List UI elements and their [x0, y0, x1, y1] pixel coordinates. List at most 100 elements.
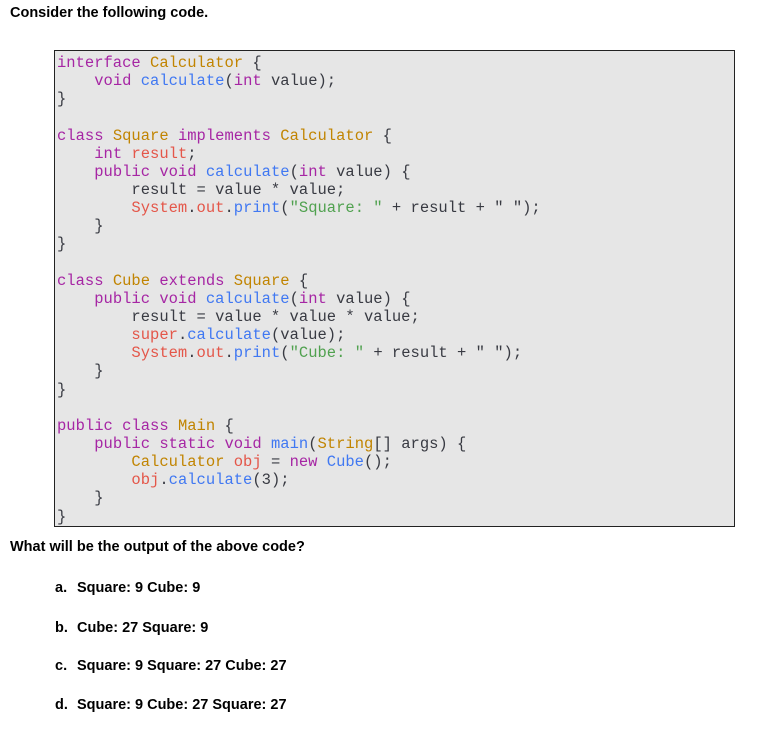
code-token: }: [57, 380, 67, 399]
question-intro: Consider the following code.: [10, 5, 209, 21]
code-token: print: [233, 199, 281, 218]
code-token: value) {: [326, 162, 411, 181]
code-token: }: [57, 507, 67, 526]
code-token: (value);: [270, 326, 346, 345]
code-token: int: [298, 162, 327, 181]
code-token: calculate: [187, 326, 271, 345]
code-line: result = value * value * value;: [57, 308, 541, 326]
code-token: public static void: [94, 434, 262, 453]
code-token: implements: [177, 126, 271, 145]
code-line: }: [57, 381, 541, 399]
code-line: int result;: [57, 145, 541, 163]
code-token: .: [224, 344, 234, 363]
code-token: Cube: [326, 453, 364, 472]
code-token: public void: [94, 289, 197, 308]
code-token: [317, 453, 326, 471]
option-b[interactable]: b.Cube: 27 Square: 9: [55, 620, 208, 636]
code-token: void: [94, 72, 132, 91]
code-token: [57, 326, 131, 344]
code-token: [224, 453, 233, 471]
code-token: [57, 72, 94, 90]
code-token: ;: [187, 144, 197, 163]
code-token: Square: [112, 126, 169, 145]
code-token: result = value * value;: [57, 180, 346, 199]
code-token: calculate: [140, 72, 225, 91]
code-line: }: [57, 217, 541, 235]
code-token: }: [57, 90, 67, 109]
code-token: }: [57, 489, 104, 508]
option-c[interactable]: c. Square: 9 Square: 27 Cube: 27: [55, 658, 287, 674]
code-token: new: [289, 453, 318, 472]
code-token: (: [289, 289, 299, 308]
option-text: Square: 9 Cube: 27 Square: 27: [77, 697, 287, 713]
code-token: Main: [177, 416, 216, 435]
code-token: System: [131, 344, 188, 363]
code-line: class Square implements Calculator {: [57, 127, 541, 145]
code-token: (: [289, 162, 299, 181]
code-token: }: [57, 235, 67, 254]
code-token: Calculator: [150, 54, 244, 72]
code-token: (3);: [252, 471, 290, 490]
code-token: Cube: [112, 271, 151, 290]
code-token: result: [131, 144, 188, 163]
code-token: obj: [233, 453, 262, 472]
code-token: .: [224, 199, 234, 218]
code-token: interface: [57, 54, 141, 72]
code-token: Calculator: [131, 453, 225, 472]
code-token: =: [261, 453, 290, 472]
code-token: Square: [233, 271, 290, 290]
code-token: System: [131, 199, 188, 218]
code-line: }: [57, 508, 541, 526]
code-token: {: [243, 54, 262, 72]
option-letter: d.: [55, 697, 68, 713]
question-text: What will be the output of the above cod…: [10, 539, 305, 555]
code-line: result = value * value;: [57, 181, 541, 199]
code-line: [57, 108, 541, 126]
code-token: + result + " ");: [364, 344, 523, 363]
option-d[interactable]: d. Square: 9 Cube: 27 Square: 27: [55, 697, 287, 713]
code-line: public void calculate(int value) {: [57, 163, 541, 181]
code-token: int: [94, 144, 123, 163]
code-token: calculate: [168, 471, 253, 490]
option-letter: c.: [55, 658, 68, 674]
option-letter: b.: [55, 620, 68, 636]
code-token: value) {: [326, 289, 411, 308]
code-token: "Cube: ": [289, 344, 365, 363]
code-token: Calculator: [280, 126, 374, 145]
code-token: ();: [364, 453, 392, 472]
code-token: [224, 272, 233, 290]
code-line: public class Main {: [57, 417, 541, 435]
code-token: class: [57, 271, 104, 290]
code-line: }: [57, 235, 541, 253]
code-token: [57, 344, 131, 362]
code-block: interface Calculator { void calculate(in…: [54, 50, 735, 527]
code-token: [197, 290, 206, 308]
code-token: obj: [131, 471, 160, 490]
code-token: [57, 145, 94, 163]
code-token: (: [224, 72, 234, 91]
code-token: (: [308, 434, 318, 453]
code-token: (: [280, 199, 290, 218]
code-token: main: [270, 434, 309, 453]
code-token: [131, 72, 140, 90]
code-content: interface Calculator { void calculate(in…: [57, 54, 541, 526]
code-line: }: [57, 90, 541, 108]
code-line: public static void main(String[] args) {: [57, 435, 541, 453]
code-token: print: [233, 344, 281, 363]
code-token: [] args) {: [373, 434, 467, 453]
code-token: [169, 127, 178, 145]
option-a[interactable]: a.Square: 9 Cube: 9: [55, 580, 200, 596]
code-token: [57, 163, 94, 181]
code-token: }: [57, 217, 104, 236]
code-token: .: [177, 326, 188, 345]
code-token: .: [187, 199, 197, 218]
code-token: result = value * value * value;: [57, 307, 420, 326]
code-line: interface Calculator {: [57, 54, 541, 72]
code-token: String: [317, 434, 374, 453]
code-token: [150, 272, 159, 290]
code-token: "Square: ": [289, 199, 383, 218]
code-token: [271, 127, 280, 145]
code-token: [262, 435, 271, 453]
code-token: {: [215, 416, 234, 435]
option-text: Square: 9 Square: 27 Cube: 27: [77, 658, 287, 674]
